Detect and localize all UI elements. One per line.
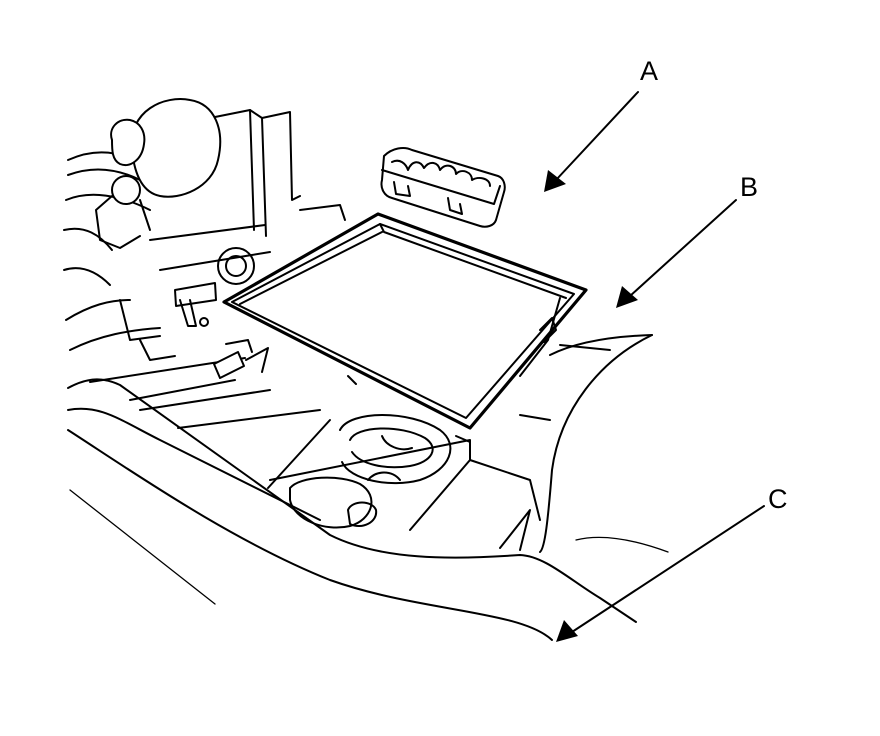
small-insert bbox=[380, 147, 506, 228]
leader-arrow-b bbox=[616, 199, 737, 308]
console-tray bbox=[222, 212, 588, 443]
cupholders bbox=[289, 414, 452, 529]
armrest bbox=[519, 334, 669, 553]
dashboard-cluster bbox=[63, 109, 346, 361]
center-console bbox=[67, 339, 637, 641]
callout-label-b: B bbox=[740, 172, 759, 202]
callout-label-a: A bbox=[640, 56, 659, 86]
leader-arrow-c bbox=[556, 505, 765, 642]
callout-label-c: C bbox=[768, 484, 788, 514]
shift-knob bbox=[95, 98, 222, 249]
leader-arrow-a bbox=[544, 91, 639, 192]
